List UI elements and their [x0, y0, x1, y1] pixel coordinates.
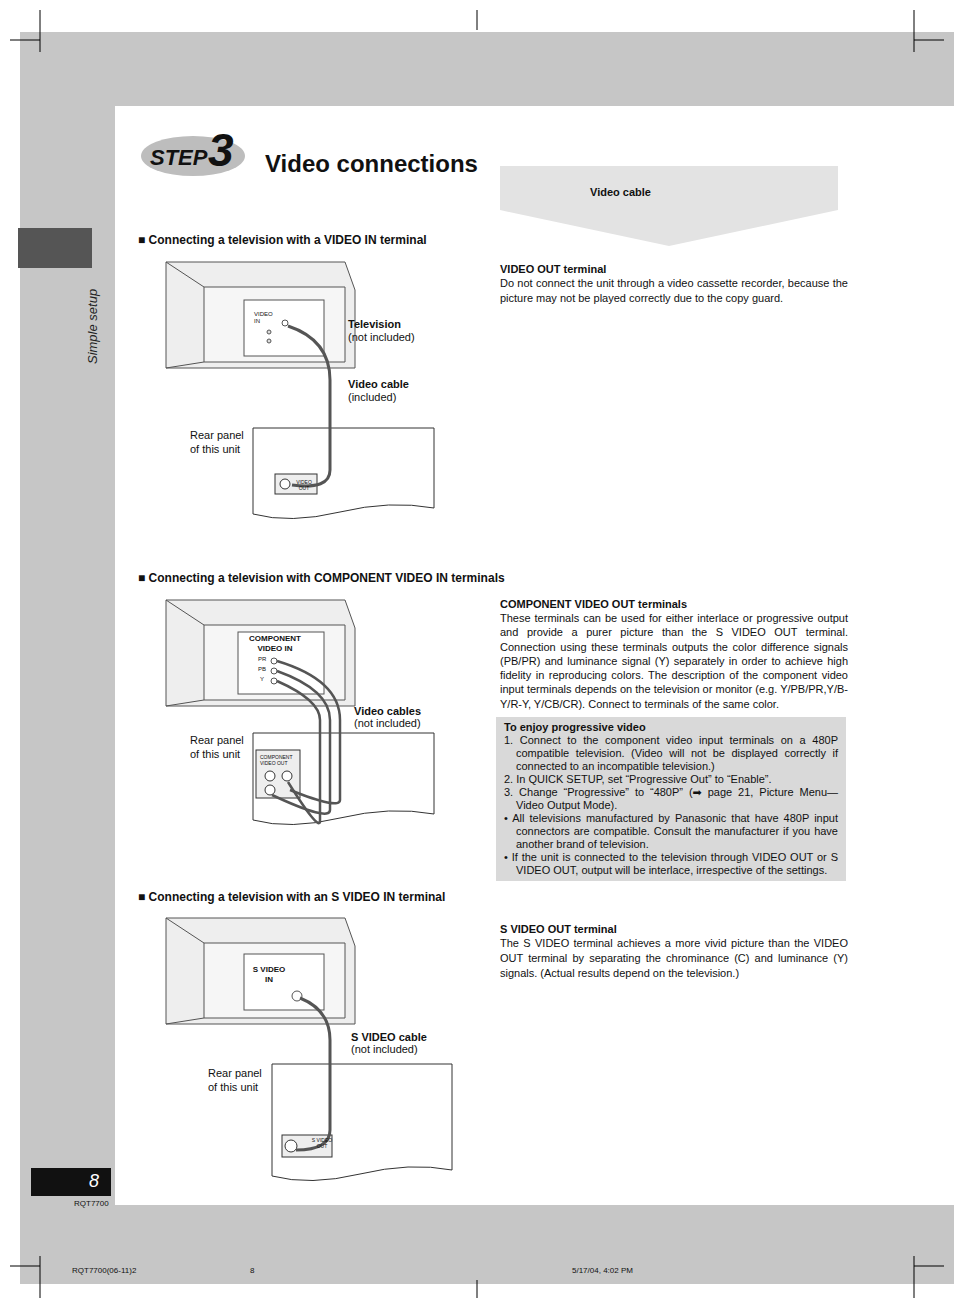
text-label: VIDEO OUT terminal: [500, 262, 850, 276]
text-label: PR: [258, 656, 270, 664]
text-label: S VIDEO IN: [252, 965, 286, 985]
text-label: ■ Connecting a television with a VIDEO I…: [138, 233, 538, 249]
step-word: STEP: [150, 145, 207, 171]
television-3: [166, 918, 355, 1024]
callout-band-shape: [500, 166, 838, 246]
step-badge: STEP3: [140, 133, 246, 179]
page-ground: [20, 32, 954, 1284]
note-item: 1. Connect to the component video input …: [504, 734, 838, 773]
text-label: Rear panel of this unit: [190, 428, 252, 456]
text-label: 8: [250, 1266, 270, 1276]
step-number: 3: [208, 127, 234, 173]
content-panel: [115, 106, 954, 1205]
note-item: • All televisions manufactured by Panaso…: [504, 812, 838, 851]
text-label: Do not connect the unit through a video …: [500, 276, 848, 306]
text-label: Video cables: [354, 704, 464, 718]
section-tab: [18, 228, 92, 268]
rear-panel-3: [272, 1064, 452, 1181]
text-label: S VIDEO OUT terminal: [500, 922, 850, 936]
note-item: • If the unit is connected to the televi…: [504, 851, 838, 877]
callout-band: Video cable: [500, 166, 838, 246]
text-label: These terminals can be used for either i…: [500, 611, 848, 711]
crop-marks: [10, 10, 944, 1298]
text-label: 5/17/04, 4:02 PM: [572, 1266, 692, 1276]
text-label: (not included): [354, 716, 464, 730]
text-label: ■ Connecting a television with an S VIDE…: [138, 890, 538, 906]
text-label: (not included): [351, 1042, 461, 1056]
text-label: ■ Connecting a television with COMPONENT…: [138, 571, 558, 587]
text-label: Rear panel of this unit: [208, 1066, 270, 1094]
text-label: (included): [348, 390, 458, 404]
callout-text: Video cable: [590, 186, 651, 198]
television-2: [166, 600, 355, 706]
note-heading: To enjoy progressive video: [504, 720, 838, 734]
text-label: Television: [348, 317, 458, 331]
text-label: S VIDEO cable: [351, 1030, 461, 1044]
television-1: [166, 262, 355, 368]
rear-panel-1: [253, 428, 434, 519]
video-cables-2: [272, 661, 340, 823]
text-label: PB: [258, 666, 270, 674]
note-item: 2. In QUICK SETUP, set “Progressive Out”…: [504, 773, 838, 786]
text-label: RQT7700: [74, 1199, 134, 1209]
text-label: Y: [260, 676, 272, 684]
text-label: S VIDEO OUT: [309, 1137, 335, 1149]
page-number-box: 8: [31, 1168, 111, 1196]
text-label: The S VIDEO terminal achieves a more viv…: [500, 936, 848, 981]
text-label: (not included): [348, 330, 458, 344]
text-label: COMPONENT VIDEO OUT terminals: [500, 597, 850, 611]
text-label: VIDEO OUT: [293, 479, 315, 491]
text-label: Rear panel of this unit: [190, 733, 252, 761]
text-label: VIDEO IN: [254, 311, 278, 325]
page-number: 8: [89, 1171, 99, 1192]
page-title: Video connections: [265, 148, 478, 179]
rear-panel-2: [253, 733, 434, 825]
text-label: COMPONENT VIDEO OUT: [260, 754, 300, 766]
note-item: 3. Change “Progressive” to “480P” (➡ pag…: [504, 786, 838, 812]
s-video-cable-3: [296, 998, 330, 1150]
note-box: To enjoy progressive video1. Connect to …: [496, 717, 846, 881]
text-label: RQT7700(06-11)2: [72, 1266, 192, 1276]
section-label: Simple setup: [85, 271, 102, 381]
text-label: Video cable: [348, 377, 458, 391]
text-label: COMPONENT VIDEO IN: [240, 634, 310, 654]
video-cable-1: [288, 326, 330, 486]
